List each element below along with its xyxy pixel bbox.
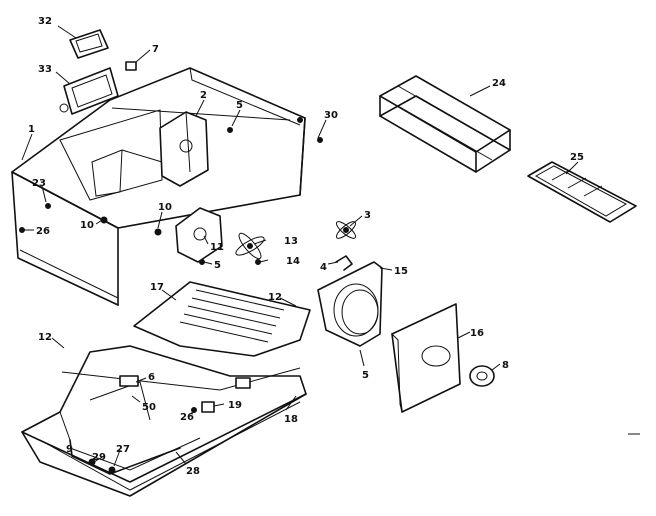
callout-6: 6 [148,372,155,383]
part-33-frame [59,67,119,115]
callout-5-top: 5 [236,100,243,111]
part-4-bracket [335,255,353,271]
housing-box [11,67,306,306]
callout-3: 3 [364,210,371,221]
callout-5-shroud: 5 [362,370,369,381]
part-15-fan-shroud [317,261,383,347]
part-13-fan-blade [235,232,265,260]
side-mount-plate [91,149,163,197]
callout-29: 29 [92,452,106,463]
callout-7: 7 [152,44,159,55]
callout-1: 1 [28,124,35,135]
callout-labels: 32 33 7 1 2 5 30 24 25 23 10 10 26 11 5 … [28,16,584,477]
callout-2: 2 [200,90,207,101]
part-8-damper [469,365,495,387]
callout-9: 9 [66,444,73,455]
leader-lines [21,25,579,467]
callout-8: 8 [502,360,509,371]
part-32-gasket [69,29,109,59]
callout-16: 16 [470,328,484,339]
callout-10-upper: 10 [158,202,172,213]
callout-30: 30 [324,110,338,121]
callout-50: 50 [142,402,156,413]
part-17-evaporator-pan [133,281,311,357]
callout-19: 19 [228,400,242,411]
callout-24: 24 [492,78,506,89]
callout-33: 33 [38,64,52,75]
callout-23: 23 [32,178,46,189]
part-25-ice-tray [527,161,637,223]
callout-18: 18 [284,414,298,425]
callout-26-top: 26 [36,226,50,237]
callout-11: 11 [210,242,224,253]
part-2-motor-bracket [159,111,209,187]
part-11-fan-motor [175,207,223,263]
callout-12-upper: 12 [268,292,282,303]
callout-14: 14 [286,256,300,267]
callout-13: 13 [284,236,298,247]
callout-28: 28 [186,466,200,477]
callout-27: 27 [116,444,130,455]
callout-26-bottom: 26 [180,412,194,423]
callout-32: 32 [38,16,52,27]
callout-15: 15 [394,266,408,277]
callout-25: 25 [570,152,584,163]
small-bottom-parts [88,375,251,474]
bottom-frame-assembly [21,345,307,497]
part-24-ice-rack [379,75,511,173]
callout-10-lower: 10 [80,220,94,231]
callout-17: 17 [150,282,164,293]
callout-4: 4 [320,262,327,273]
part-16-air-duct [391,303,461,413]
part-7-clip [125,61,137,71]
evaporator-fins [179,289,285,343]
callout-5-mid: 5 [214,260,221,271]
callout-12-left: 12 [38,332,52,343]
